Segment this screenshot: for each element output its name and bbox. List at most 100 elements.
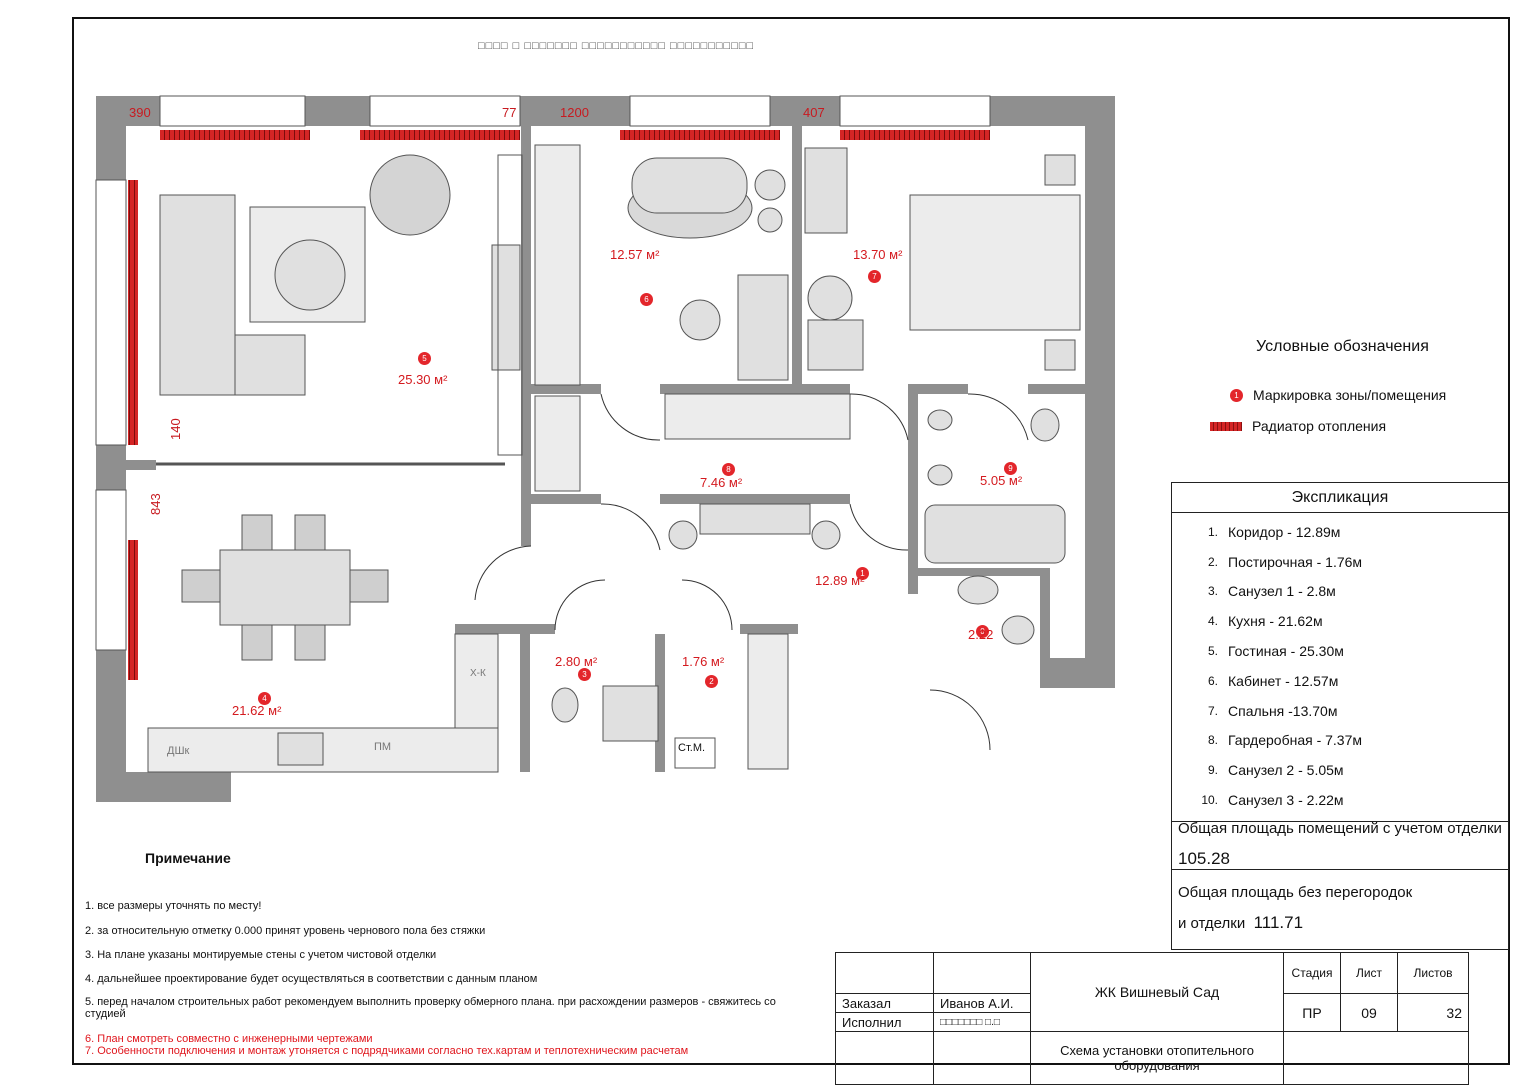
note-item: 1. все размеры уточнять по месту! [85, 900, 262, 912]
window-left-1 [95, 179, 127, 446]
radiator-left-2 [128, 540, 138, 680]
stamp-sheets-value: 32 [1397, 993, 1469, 1032]
legend-radiator-label: Радиатор отопления [1252, 418, 1387, 434]
explication-item-text: Кабинет - 12.57м [1228, 672, 1339, 689]
room-marker-3: 3 [578, 668, 591, 681]
bedroom-table [807, 275, 853, 321]
sofa-ottoman [234, 334, 306, 396]
window-left-2 [95, 489, 127, 651]
stamp-ordered-value: Иванов А.И. [933, 993, 1031, 1013]
explication-item-text: Постирочная - 1.76м [1228, 553, 1363, 570]
door-wardrobe-1 [600, 503, 661, 551]
explication-items: 1. Коридор - 12.89м 2. Постирочная - 1.76м… [1171, 512, 1509, 822]
washer [674, 737, 716, 769]
explication-item-number: 2. [1207, 554, 1218, 569]
room-area-0: 2.22 [968, 627, 994, 642]
explication-item-number: 8. [1207, 733, 1218, 748]
study-desk [737, 274, 789, 381]
room-marker-7: 7 [868, 270, 881, 283]
stamp-ordered-label: Заказал [835, 993, 934, 1013]
room-area-5: 25.30 м² [398, 372, 448, 387]
explication-item-number: 3. [1207, 584, 1218, 599]
radiator-3 [620, 130, 780, 140]
room-area-9: 5.05 м² [980, 473, 1023, 488]
door-kitchen [474, 545, 532, 601]
dim-390: 390 [129, 105, 151, 120]
living-shelf [497, 154, 523, 456]
chair-3 [241, 624, 273, 661]
note-item: 5. перед началом строительных работ реко… [85, 996, 776, 1020]
door-laundry [681, 579, 733, 631]
note-item: 4. дальнейшее проектирование будет осуще… [85, 973, 538, 985]
explication-item: 2. Постирочная - 1.76м [1172, 547, 1508, 577]
note-item-red: 7. Особенности подключения и монтаж утон… [85, 1045, 689, 1057]
door-entrance [929, 689, 991, 751]
room-area-8: 7.46 м² [700, 475, 743, 490]
wall-corr-top-4 [1028, 384, 1088, 394]
cooktop [277, 732, 324, 766]
study-sofa [631, 157, 748, 214]
stamp-sheets-label: Листов [1397, 952, 1469, 994]
corridor-closet [534, 395, 581, 492]
stamp-stage-value: ПР [1283, 993, 1341, 1032]
note-item: 3. На плане указаны монтируемые стены с … [85, 949, 437, 961]
bedroom-armchair [807, 319, 864, 371]
total-with-finish: Общая площадь помещений с учетом отделки… [1171, 808, 1509, 870]
explication-item-number: 5. [1207, 644, 1218, 659]
furniture [147, 144, 1081, 773]
room-area-4: 21.62 м² [232, 703, 282, 718]
room-marker-5: 5 [418, 352, 431, 365]
wall-corr-top-2 [660, 384, 850, 394]
explication-item-text: Санузел 1 - 2.8м [1228, 583, 1336, 600]
corridor-pouf-1 [668, 520, 698, 550]
total-with-finish-value: 105.28 [1178, 849, 1230, 868]
explication-item-text: Спальня -13.70м [1228, 702, 1338, 719]
dim-407: 407 [803, 105, 825, 120]
explication-item-text: Гардеробная - 7.37м [1228, 732, 1363, 749]
chair-4 [294, 624, 326, 661]
explication-item-number: 1. [1207, 524, 1218, 539]
stamp-stage-label: Стадия [1283, 952, 1341, 994]
total-with-finish-label: Общая площадь помещений с учетом отделки [1178, 820, 1502, 837]
explication-item: 7. Спальня -13.70м [1172, 696, 1508, 726]
wall-living-kitchen [126, 460, 156, 470]
toilet-bath2 [1030, 408, 1060, 442]
stamp-executed-value: □□□□□□□ □.□ [933, 1012, 1031, 1032]
window-4 [839, 95, 991, 127]
note-item: 2. за относительную отметку 0.000 принят… [85, 925, 486, 937]
wall-bottom-left [96, 772, 231, 802]
toilet-bath3 [1001, 615, 1035, 645]
total-without-label-2: и отделки [1178, 915, 1246, 932]
windows [95, 95, 991, 651]
bedroom-dresser [804, 147, 848, 234]
fridge [454, 633, 499, 729]
dim-1200: 1200 [560, 105, 589, 120]
radiator-2 [360, 130, 520, 140]
explication-item-text: Санузел 2 - 5.05м [1228, 762, 1344, 779]
door-bedroom [849, 393, 909, 441]
chair-5 [181, 569, 221, 603]
wall-study-bed [792, 126, 802, 384]
total-without-value: 111.71 [1253, 913, 1304, 932]
corridor-bench [699, 503, 811, 535]
room-area-2: 1.76 м² [682, 654, 725, 669]
wall-bath3-right [1040, 568, 1050, 660]
wall-corr-bottom-2 [660, 494, 850, 504]
sink-bath2-2 [927, 464, 953, 486]
radiator-icon [1210, 421, 1242, 431]
fixture-dshk: ДШк [167, 745, 190, 757]
explication-item-text: Коридор - 12.89м [1228, 523, 1341, 540]
drawing-frame [72, 17, 1510, 1065]
explication-item-number: 7. [1207, 703, 1218, 718]
chair-6 [349, 569, 389, 603]
nightstand-1 [1044, 154, 1076, 186]
interior-walls [126, 126, 1088, 772]
wall-corr-top-3 [908, 384, 968, 394]
explication-item: 3. Санузел 1 - 2.8м [1172, 577, 1508, 607]
legend-title: Условные обозначения [1256, 338, 1429, 355]
room-area-6: 12.57 м² [610, 247, 660, 262]
door-bath2 [967, 393, 1029, 441]
dim-77: 77 [502, 105, 517, 120]
room-area-7: 13.70 м² [853, 247, 903, 262]
sheet-header-text: □□□□ □ □□□□□□□ □□□□□□□□□□□ □□□□□□□□□□□ [478, 40, 755, 52]
